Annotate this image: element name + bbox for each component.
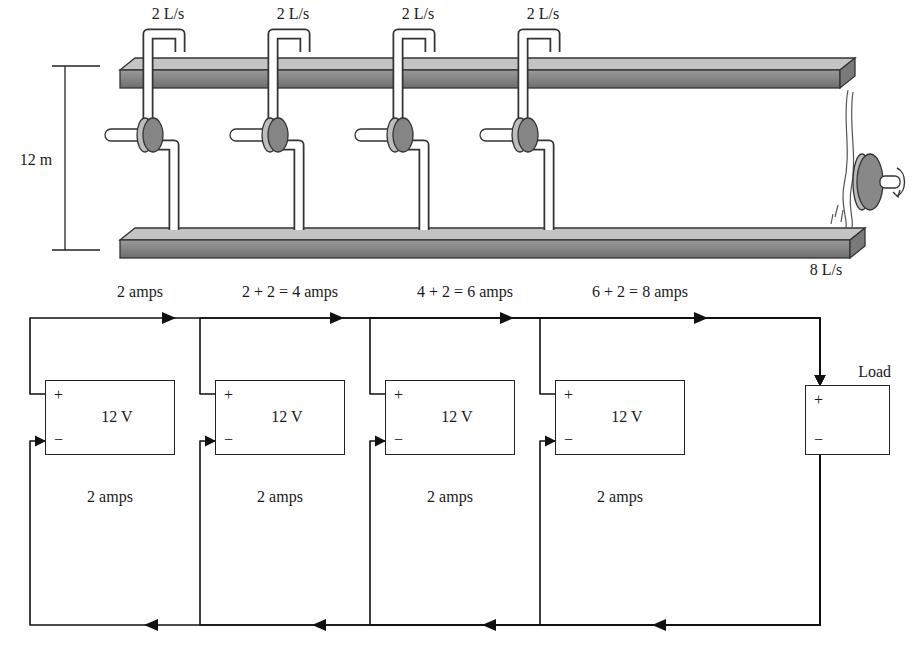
- pump-casing: [143, 118, 163, 152]
- pipe: [273, 34, 305, 123]
- circuit-wire: [200, 441, 820, 625]
- water-fall: [831, 90, 854, 228]
- dimension-line: [52, 66, 100, 250]
- pipe-outline: [148, 34, 180, 123]
- flow-rate: 2 L/s: [525, 5, 561, 23]
- pipe-outline: [523, 34, 555, 123]
- terminal-sign: −: [564, 431, 573, 449]
- pipe: [408, 145, 424, 230]
- terminal-sign: −: [394, 431, 403, 449]
- terminal-sign: −: [54, 431, 63, 449]
- voltage-label: 12 V: [441, 408, 472, 426]
- pipe: [533, 145, 549, 230]
- current-label: 4 + 2 = 6 amps: [415, 283, 515, 301]
- circuit-wire: [30, 441, 820, 625]
- pipe: [398, 34, 430, 123]
- terminal-sign: +: [564, 386, 573, 404]
- battery-box: +12 V −: [215, 380, 345, 455]
- pipe-outline: [398, 34, 430, 123]
- turbine: [853, 154, 905, 210]
- pipe-outline: [408, 145, 424, 230]
- pipe: [148, 34, 180, 123]
- pipe: [283, 145, 299, 230]
- pipe-outline: [533, 145, 549, 230]
- pipe-outline: [273, 34, 305, 123]
- flow-rate: 2 L/s: [150, 5, 186, 23]
- current-arrows: [144, 312, 708, 631]
- flow-rate: 2 L/s: [275, 5, 311, 23]
- current-label: 2 amps: [425, 488, 475, 506]
- battery-box: +12 V −: [555, 380, 685, 455]
- pump-casing: [518, 118, 538, 152]
- battery-box: +12 V −: [385, 380, 515, 455]
- battery-box: +12 V −: [45, 380, 175, 455]
- upper-tank: [120, 58, 855, 88]
- flow-rate: 8 L/s: [808, 261, 844, 279]
- height-dimension: 12 m: [18, 151, 54, 169]
- current-label: 2 amps: [255, 488, 305, 506]
- voltage-label: 12 V: [611, 408, 642, 426]
- current-label: 2 amps: [115, 283, 165, 301]
- terminal-sign: +: [224, 386, 233, 404]
- current-label: 6 + 2 = 8 amps: [590, 283, 690, 301]
- pump-casing: [268, 118, 288, 152]
- pump-casing: [393, 118, 413, 152]
- pipe-outline: [158, 145, 174, 230]
- terminal-sign: −: [814, 431, 823, 449]
- current-label: 2 + 2 = 4 amps: [240, 283, 340, 301]
- voltage-label: 12 V: [101, 408, 132, 426]
- pumps: [105, 34, 555, 230]
- terminal-sign: −: [224, 431, 233, 449]
- circuit-wire: [370, 441, 820, 625]
- flow-rate: 2 L/s: [400, 5, 436, 23]
- pipe: [158, 145, 174, 230]
- lower-tank: [120, 228, 865, 258]
- pipe: [523, 34, 555, 123]
- circuit-wire: [540, 441, 820, 625]
- load-label: Load: [858, 363, 891, 381]
- pipe-outline: [283, 145, 299, 230]
- terminal-sign: +: [814, 391, 823, 409]
- load-box: Load+−: [805, 385, 890, 455]
- current-label: 2 amps: [85, 488, 135, 506]
- voltage-label: 12 V: [271, 408, 302, 426]
- terminal-sign: +: [394, 386, 403, 404]
- current-label: 2 amps: [595, 488, 645, 506]
- terminal-sign: +: [54, 386, 63, 404]
